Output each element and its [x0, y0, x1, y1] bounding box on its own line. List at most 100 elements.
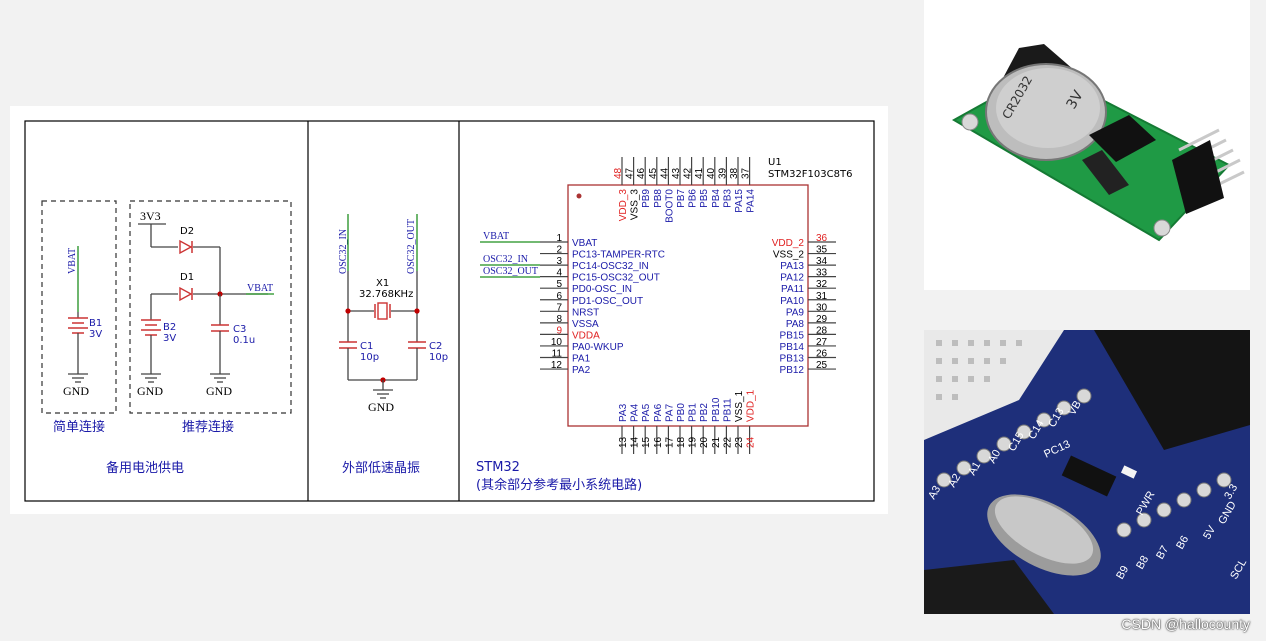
b1-ref: B1: [89, 318, 102, 329]
watermark: CSDN @hallocounty: [1121, 616, 1250, 632]
pin-name: PB7: [676, 189, 687, 208]
pin-name: PB15: [780, 330, 805, 341]
svg-text:B9: B9: [1114, 564, 1131, 582]
pin-name: PB4: [711, 189, 722, 208]
pin-name: PB14: [780, 342, 805, 353]
pin-name: PA13: [780, 261, 804, 272]
pin-name: VDD_1: [746, 389, 757, 422]
pin-number: 42: [683, 167, 694, 179]
stm32-panel: U1 STM32F103C8T6 VBAT OSC32_IN OSC32_OUT…: [476, 157, 852, 493]
svg-text:A1: A1: [966, 460, 983, 478]
pin-name: PB6: [688, 189, 699, 208]
pin-number: 37: [741, 167, 752, 179]
pin-number: 29: [816, 314, 828, 325]
pin-name: PC15-OSC32_OUT: [572, 273, 660, 284]
osc-in-label: OSC32_IN: [338, 229, 349, 274]
pins-top: 48VDD_347VSS_346PB945PB844BOOT043PB742PB…: [613, 157, 757, 223]
pin-number: 13: [618, 436, 629, 448]
junction-node: [414, 308, 420, 314]
pin-number: 1: [556, 233, 562, 244]
pin-name: VSS_2: [773, 250, 805, 261]
pin-name: PA1: [572, 354, 591, 365]
b1-value: 3V: [89, 329, 102, 340]
u1-part: STM32F103C8T6: [768, 169, 852, 180]
pin-number: 46: [636, 167, 647, 179]
pin-number: 21: [711, 436, 722, 448]
pin-name: VDD_3: [618, 189, 629, 222]
pin-number: 4: [556, 268, 562, 279]
pin-name: PA6: [653, 403, 664, 422]
battery-panel: VBAT B1 3V GND 3V3 D2: [41, 200, 292, 476]
pin-number: 11: [552, 349, 563, 360]
pin-name: PA8: [786, 319, 805, 330]
schematic-card: VBAT B1 3V GND 3V 3 D2: [10, 106, 888, 514]
svg-text:A0: A0: [986, 448, 1003, 466]
mounting-hole: [1153, 219, 1171, 237]
recommended-connection-box: [129, 200, 292, 414]
pin-name: PA3: [618, 403, 629, 422]
pin-number: 30: [816, 302, 828, 313]
pin-name: PA4: [630, 403, 641, 422]
pin-number: 17: [664, 436, 675, 448]
pin-number: 18: [676, 436, 687, 448]
pin-number: 5: [556, 279, 562, 290]
black-header: [1094, 330, 1250, 450]
crystal-panel-caption: 外部低速晶振: [342, 461, 420, 476]
pin-number: 16: [653, 436, 664, 448]
simple-connection-box: [41, 200, 117, 414]
pin-number: 31: [816, 291, 828, 302]
b2-ref: B2: [163, 322, 176, 333]
pin-name: PC13-TAMPER-RTC: [572, 250, 665, 261]
mounting-hole: [961, 113, 979, 131]
pin1-marker: [576, 193, 582, 199]
simple-gnd-label: GND: [63, 384, 89, 398]
b2-value: 3V: [163, 333, 176, 344]
pin-name: VSS_3: [630, 189, 641, 221]
pin-name: PA12: [780, 273, 804, 284]
stm32-osc-in-net: OSC32_IN: [483, 254, 528, 265]
pin-number: 3: [556, 256, 562, 267]
u1-ref: U1: [768, 157, 782, 168]
pin-number: 27: [816, 337, 828, 348]
pin-name: VBAT: [572, 238, 597, 249]
crystal-panel: OSC32_IN OSC32_OUT X1 32.768KHz C1 10p C…: [338, 214, 448, 476]
svg-text:B8: B8: [1134, 554, 1151, 572]
b2-gnd-label: GND: [137, 384, 163, 398]
pin-number: 45: [648, 167, 659, 179]
pin-name: PB11: [722, 398, 733, 422]
schematic-frame: [24, 120, 875, 502]
pin-name: VDD_2: [772, 238, 805, 249]
pin-number: 40: [706, 167, 717, 179]
pin-name: PB9: [641, 189, 652, 208]
pin-name: VSS_1: [734, 390, 745, 422]
pin-name: PB2: [699, 403, 710, 422]
mcu-chip: [924, 560, 1054, 614]
pin-number: 12: [551, 360, 563, 371]
crystal-can: [1082, 150, 1129, 195]
pin-name: BOOT0: [664, 189, 675, 223]
pin-name: PB8: [653, 189, 664, 208]
gnd-symbol-icon: [210, 373, 230, 383]
gnd-symbol-icon: [373, 389, 393, 399]
pin-number: 8: [556, 314, 562, 325]
diode-d1-icon: [179, 286, 193, 302]
pin-name: PB3: [722, 189, 733, 208]
pin-number: 7: [556, 302, 562, 313]
pin-name: PA14: [746, 189, 757, 213]
gnd-symbol-icon: [141, 373, 161, 383]
junction-node: [345, 308, 351, 314]
c3-ref: C3: [233, 324, 246, 335]
stm32-vbat-net: VBAT: [483, 231, 509, 242]
pin-name: PC14-OSC32_IN: [572, 261, 649, 272]
svg-text:B6: B6: [1174, 534, 1191, 552]
d2-ref: D2: [180, 226, 194, 237]
pins-right: 36VDD_235VSS_234PA1333PA1232PA1131PA1030…: [772, 233, 836, 376]
pin-name: VSSA: [572, 319, 599, 330]
stm32-caption-note: (其余部分参考最小系统电路): [476, 477, 642, 493]
header-strip: [1172, 140, 1224, 214]
pin-number: 41: [694, 167, 705, 179]
recommended-connection-label: 推荐连接: [182, 419, 234, 435]
pin-number: 48: [613, 167, 624, 179]
pin-number: 35: [816, 245, 828, 256]
